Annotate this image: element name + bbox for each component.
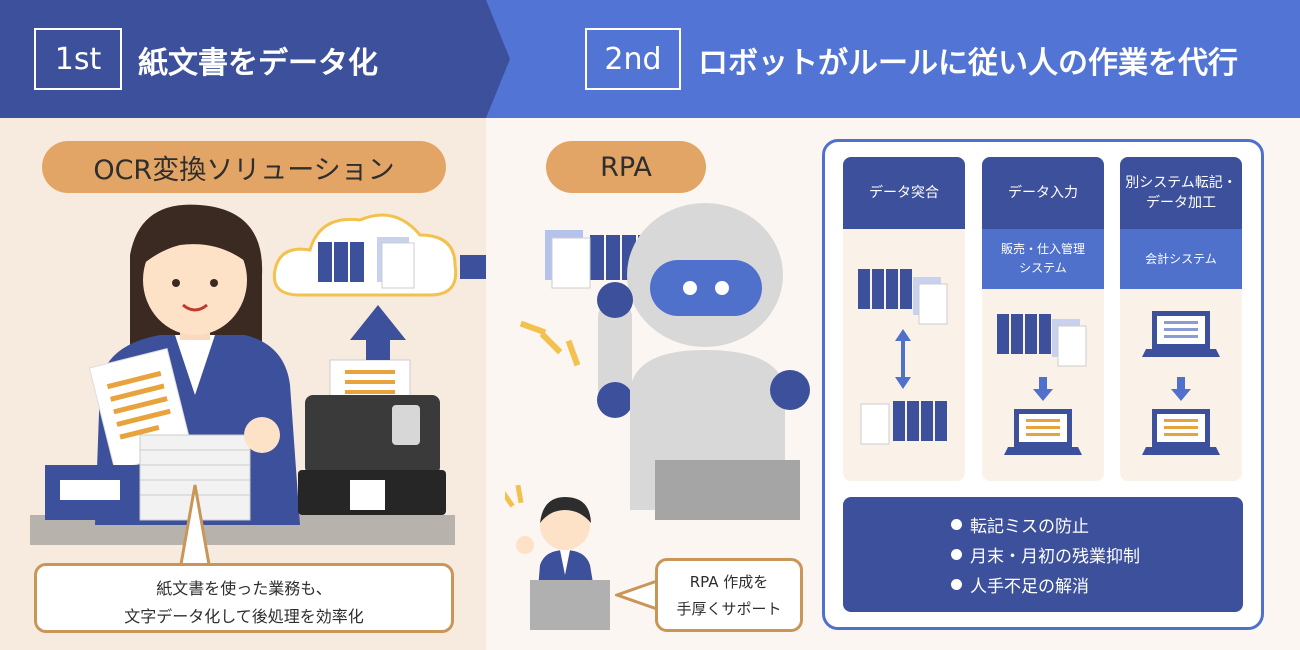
middle-callout-line1: RPA 作成を bbox=[689, 573, 769, 591]
bullet-dot-icon bbox=[951, 578, 962, 590]
column-transfer-processing-title: 別システム転記・ データ加工 bbox=[1120, 157, 1242, 229]
transfer-processing-icons bbox=[1142, 311, 1220, 455]
step2-header bbox=[486, 0, 1300, 118]
step2-tag: 2nd bbox=[585, 28, 681, 90]
column-data-entry-title: データ入力 bbox=[982, 157, 1104, 229]
column-transfer-processing-subtitle-text: 会計システム bbox=[1145, 251, 1217, 266]
column-transfer-processing: 別システム転記・ データ加工 会計システム bbox=[1120, 157, 1242, 481]
column-data-entry-subtitle-line2: システム bbox=[1019, 261, 1067, 275]
support-staff-illustration bbox=[505, 485, 610, 630]
benefits-box: 転記ミスの防止 月末・月初の残業抑制 人手不足の解消 bbox=[843, 497, 1243, 612]
left-callout-line1: 紙文書を使った業務も、 bbox=[156, 579, 332, 598]
bullet-dot-icon bbox=[951, 518, 962, 530]
column-data-entry-subtitle-line1: 販売・仕入管理 bbox=[1000, 242, 1085, 256]
step2-title: ロボットがルールに従い人の作業を代行 bbox=[698, 46, 1238, 81]
step1-header bbox=[0, 0, 510, 118]
left-callout-line2: 文字データ化して後処理を効率化 bbox=[124, 607, 364, 626]
bullet-dot-icon bbox=[951, 548, 962, 560]
benefit-text: 月末・月初の残業抑制 bbox=[970, 546, 1140, 567]
column-transfer-processing-title-line1: 別システム転記・ bbox=[1125, 175, 1237, 191]
step1-tag: 1st bbox=[34, 28, 122, 90]
benefit-item: 人手不足の解消 bbox=[951, 569, 1140, 599]
benefit-item: 転記ミスの防止 bbox=[951, 509, 1140, 539]
left-bubble-pointer bbox=[178, 484, 212, 570]
rpa-pill: RPA bbox=[546, 141, 706, 193]
column-transfer-processing-subtitle: 会計システム bbox=[1120, 229, 1242, 289]
ocr-solution-pill: OCR変換ソリューション bbox=[42, 141, 446, 193]
robot-illustration bbox=[519, 203, 810, 520]
data-matching-icons bbox=[858, 269, 948, 445]
column-data-matching-title-text: データ突合 bbox=[869, 185, 939, 201]
ocr-illustration bbox=[30, 204, 486, 545]
column-data-entry-subtitle: 販売・仕入管理 システム bbox=[982, 229, 1104, 289]
column-data-matching: データ突合 bbox=[843, 157, 965, 481]
benefit-text: 転記ミスの防止 bbox=[970, 516, 1089, 537]
data-entry-icons bbox=[997, 314, 1087, 455]
column-data-entry: データ入力 販売・仕入管理 システム bbox=[982, 157, 1104, 481]
middle-callout: RPA 作成を 手厚くサポート bbox=[655, 558, 803, 632]
step1-title: 紙文書をデータ化 bbox=[138, 46, 378, 81]
column-transfer-processing-title-line2: データ加工 bbox=[1146, 195, 1216, 211]
middle-callout-line2: 手厚くサポート bbox=[676, 600, 782, 618]
left-callout: 紙文書を使った業務も、 文字データ化して後処理を効率化 bbox=[34, 563, 454, 633]
column-data-entry-title-text: データ入力 bbox=[1008, 185, 1078, 201]
benefit-text: 人手不足の解消 bbox=[970, 576, 1089, 597]
benefit-item: 月末・月初の残業抑制 bbox=[951, 539, 1140, 569]
column-data-matching-title: データ突合 bbox=[843, 157, 965, 229]
